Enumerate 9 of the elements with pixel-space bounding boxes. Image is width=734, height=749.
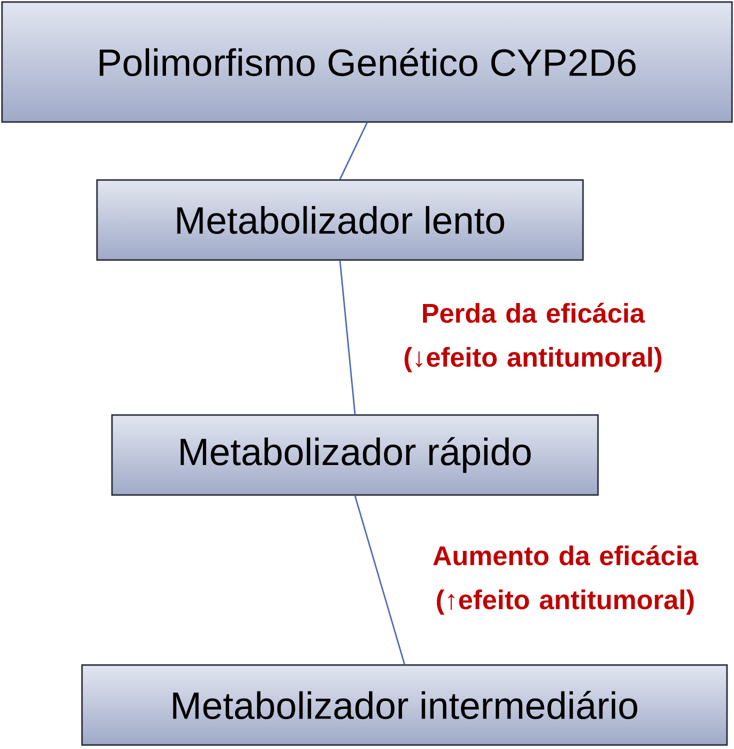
connector-line (354, 496, 406, 664)
process-box: Polimorfismo Genético CYP2D6 (1, 1, 733, 123)
process-box: Metabolizador intermediário (81, 664, 728, 746)
connector-line (339, 260, 356, 414)
edge-label: Aumento da eficácia (↑efeito antitumoral) (433, 545, 698, 615)
connector-line (339, 122, 368, 180)
process-box: Metabolizador rápido (111, 414, 599, 496)
edge-label: Perda da eficácia (↓efeito antitumoral) (404, 302, 662, 372)
process-box: Metabolizador lento (96, 179, 584, 261)
